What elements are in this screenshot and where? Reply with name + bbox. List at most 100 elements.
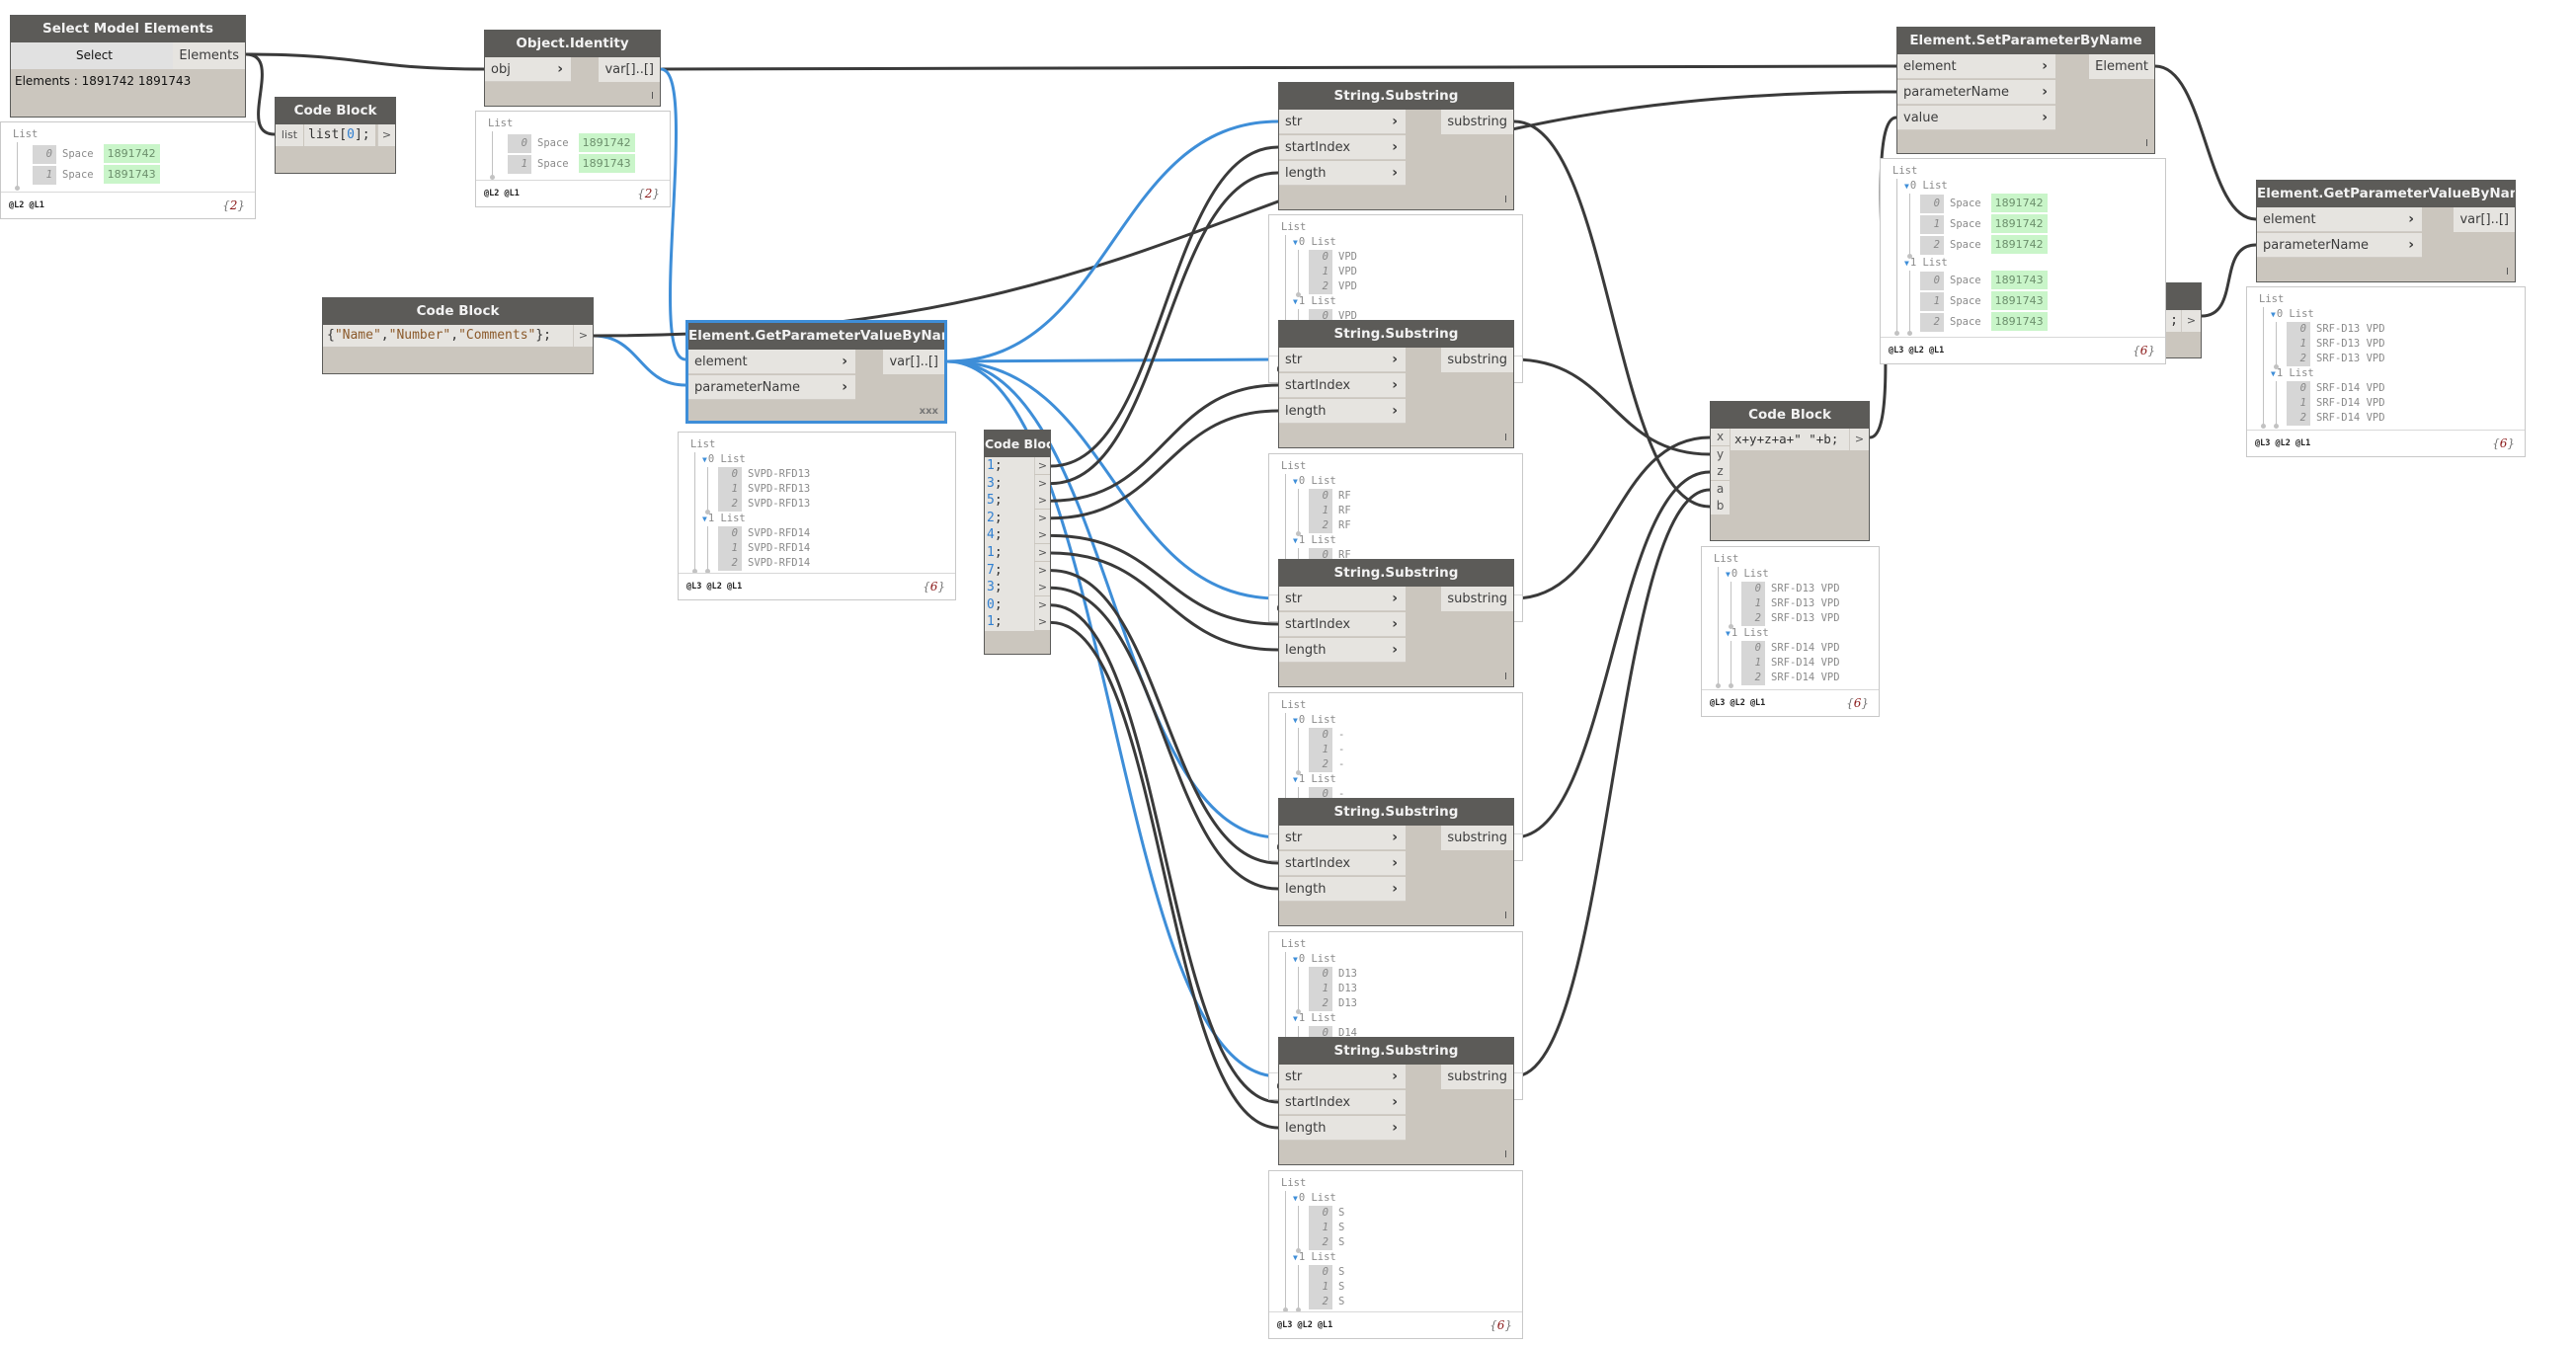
collapse-triangle-icon[interactable]: ▼ bbox=[1904, 182, 1909, 191]
code-line[interactable]: 1; bbox=[985, 613, 1034, 632]
wire-getparam-to-substring-str[interactable] bbox=[946, 119, 1279, 363]
input-port-parametername[interactable]: parameterName› bbox=[1897, 80, 2055, 105]
input-port-b[interactable]: b bbox=[1711, 498, 1730, 515]
input-port-element[interactable]: element› bbox=[688, 350, 855, 374]
collapse-triangle-icon[interactable]: ▼ bbox=[2271, 310, 2276, 319]
input-port-startindex[interactable]: startIndex› bbox=[1279, 373, 1406, 398]
input-port-obj[interactable]: obj› bbox=[485, 57, 571, 82]
collapse-triangle-icon[interactable]: ▼ bbox=[1293, 1253, 1298, 1262]
wire-names-to-getparam[interactable] bbox=[593, 334, 686, 387]
collapse-triangle-icon[interactable]: ▼ bbox=[702, 514, 707, 523]
get-parameter-value-result-node[interactable]: Element.GetParameterValueByName element›… bbox=[2256, 180, 2516, 282]
input-port-parametername[interactable]: parameterName› bbox=[2257, 233, 2422, 258]
select-button[interactable]: Select bbox=[11, 42, 179, 69]
input-port-y[interactable]: y bbox=[1711, 445, 1730, 463]
wire-substring-to-formula[interactable] bbox=[1513, 357, 1711, 456]
input-port-length[interactable]: length› bbox=[1279, 399, 1406, 424]
collapse-triangle-icon[interactable]: ▼ bbox=[1726, 570, 1731, 579]
output-port[interactable]: > bbox=[1034, 526, 1050, 544]
output-port-substring[interactable]: substring bbox=[1441, 110, 1513, 134]
input-port-length[interactable]: length› bbox=[1279, 638, 1406, 663]
object-identity-node[interactable]: Object.Identity obj› var[]..[] I bbox=[484, 30, 661, 107]
wire-substring-to-formula[interactable] bbox=[1513, 470, 1711, 839]
collapse-triangle-icon[interactable]: ▼ bbox=[1293, 1194, 1298, 1203]
output-port-substring[interactable]: substring bbox=[1441, 1065, 1513, 1089]
output-port-var[interactable]: var[]..[] bbox=[883, 350, 944, 374]
input-port-startindex[interactable]: startIndex› bbox=[1279, 612, 1406, 637]
output-port-substring[interactable]: substring bbox=[1441, 826, 1513, 850]
code-line[interactable]: 3; bbox=[985, 474, 1034, 493]
output-port[interactable]: > bbox=[1034, 509, 1050, 526]
code-line[interactable]: 7; bbox=[985, 561, 1034, 580]
collapse-triangle-icon[interactable]: ▼ bbox=[1293, 1014, 1298, 1023]
output-port-substring[interactable]: substring bbox=[1441, 348, 1513, 372]
collapse-triangle-icon[interactable]: ▼ bbox=[1293, 477, 1298, 486]
collapse-triangle-icon[interactable]: ▼ bbox=[2271, 369, 2276, 378]
output-port-var[interactable]: var[]..[] bbox=[2454, 207, 2515, 232]
code-line[interactable]: 0; bbox=[985, 595, 1034, 614]
wire-index-to-substring[interactable] bbox=[1050, 586, 1279, 891]
wire-index-to-substring[interactable] bbox=[1050, 620, 1279, 1130]
code-block-parameter-names-node[interactable]: Code Block {"Name","Number","Comments"};… bbox=[322, 297, 594, 374]
output-port[interactable]: > bbox=[1849, 429, 1869, 450]
code-line[interactable]: 1; bbox=[985, 544, 1034, 562]
wire-index-to-substring[interactable] bbox=[1050, 603, 1279, 1104]
input-port-str[interactable]: str› bbox=[1279, 826, 1406, 850]
input-port-parametername[interactable]: parameterName› bbox=[688, 375, 855, 400]
input-port-z[interactable]: z bbox=[1711, 463, 1730, 481]
input-port-str[interactable]: str› bbox=[1279, 1065, 1406, 1089]
output-port-var[interactable]: var[]..[] bbox=[599, 57, 660, 82]
input-port-element[interactable]: element› bbox=[2257, 207, 2422, 232]
wire-index-to-substring[interactable] bbox=[1050, 409, 1279, 520]
input-port-list[interactable]: list bbox=[276, 124, 303, 146]
wire-index-to-substring[interactable] bbox=[1050, 383, 1279, 503]
code-block-indices-node[interactable]: Code Block 1;>3;>5;>2;>4;>1;>7;>3;>0;>1;… bbox=[984, 430, 1051, 655]
collapse-triangle-icon[interactable]: ▼ bbox=[1293, 955, 1298, 964]
output-port[interactable]: > bbox=[1034, 595, 1050, 613]
get-parameter-value-node[interactable]: Element.GetParameterValueByName element›… bbox=[685, 320, 947, 424]
output-port[interactable]: > bbox=[1034, 457, 1050, 474]
wire-getparam-to-substring-str[interactable] bbox=[946, 357, 1279, 363]
wire-substring-to-formula[interactable] bbox=[1513, 435, 1711, 600]
code-editor[interactable]: {"Name","Number","Comments"}; bbox=[323, 325, 573, 347]
wire-identity-to-setparam[interactable] bbox=[660, 64, 1897, 71]
collapse-triangle-icon[interactable]: ▼ bbox=[1293, 297, 1298, 306]
input-port-length[interactable]: length› bbox=[1279, 1116, 1406, 1141]
code-line[interactable]: 2; bbox=[985, 509, 1034, 527]
code-line[interactable]: 5; bbox=[985, 492, 1034, 511]
collapse-triangle-icon[interactable]: ▼ bbox=[1293, 238, 1298, 247]
wire-elements-to-identity[interactable] bbox=[245, 52, 485, 71]
input-port-value[interactable]: value› bbox=[1897, 106, 2055, 130]
output-port[interactable]: > bbox=[377, 124, 395, 146]
collapse-triangle-icon[interactable]: ▼ bbox=[1293, 716, 1298, 725]
wire-index-to-substring[interactable] bbox=[1050, 533, 1279, 626]
code-editor[interactable]: list[0]; bbox=[304, 124, 375, 146]
wire-substring-to-formula[interactable] bbox=[1513, 119, 1711, 509]
wire-substring-to-formula[interactable] bbox=[1513, 488, 1711, 1078]
collapse-triangle-icon[interactable]: ▼ bbox=[702, 455, 707, 464]
output-port[interactable]: > bbox=[1034, 492, 1050, 510]
input-port-startindex[interactable]: startIndex› bbox=[1279, 1090, 1406, 1115]
wire-index-to-substring[interactable] bbox=[1050, 171, 1279, 486]
set-parameter-by-name-node[interactable]: Element.SetParameterByName element› para… bbox=[1896, 27, 2155, 154]
output-port[interactable]: > bbox=[1034, 544, 1050, 561]
output-port[interactable]: > bbox=[1034, 613, 1050, 631]
output-port[interactable]: > bbox=[1034, 579, 1050, 596]
input-port-startindex[interactable]: startIndex› bbox=[1279, 135, 1406, 160]
input-port-startindex[interactable]: startIndex› bbox=[1279, 851, 1406, 876]
code-line[interactable]: 4; bbox=[985, 526, 1034, 545]
output-port[interactable]: > bbox=[1034, 561, 1050, 579]
output-port-element[interactable]: Element bbox=[2089, 54, 2154, 79]
code-line[interactable]: 3; bbox=[985, 579, 1034, 597]
output-port[interactable]: > bbox=[2181, 310, 2201, 332]
input-port-str[interactable]: str› bbox=[1279, 110, 1406, 134]
input-port-x[interactable]: x bbox=[1711, 429, 1730, 445]
collapse-triangle-icon[interactable]: ▼ bbox=[1293, 536, 1298, 545]
input-port-str[interactable]: str› bbox=[1279, 348, 1406, 372]
wire-index-to-substring[interactable] bbox=[1050, 145, 1279, 468]
collapse-triangle-icon[interactable]: ▼ bbox=[1904, 259, 1909, 268]
